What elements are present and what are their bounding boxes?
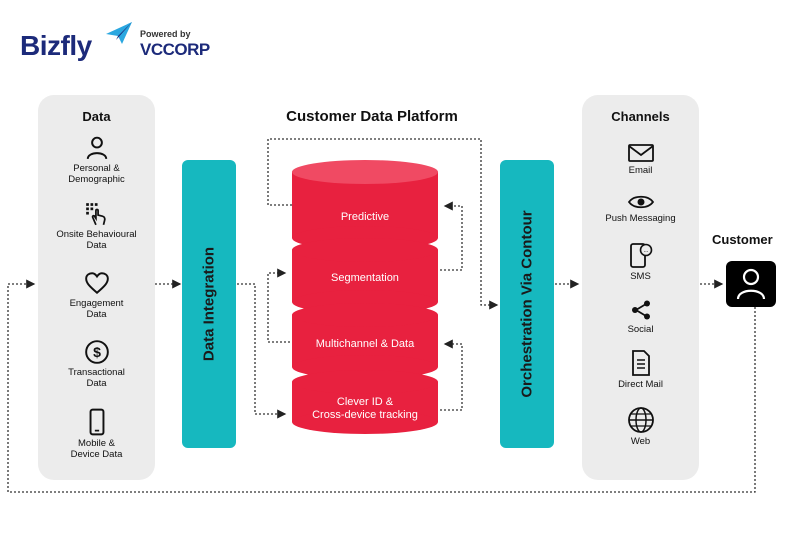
cdp-layer-label: Multichannel & Data [315, 338, 415, 350]
channel-item-label: Web [630, 436, 651, 447]
cdp-layer-multichannel: Multichannel & Data [290, 338, 440, 351]
cdp-layer-segmentation: Segmentation [290, 272, 440, 285]
cdp-cylinder-stack [292, 160, 438, 434]
cdp-layer-label: Clever ID & [336, 396, 394, 408]
cdp-layer-label: Predictive [340, 211, 390, 223]
data-integration-label: Data Integration [200, 246, 218, 362]
document-icon [631, 350, 650, 376]
eye-icon [627, 195, 654, 209]
channel-item-direct-mail: Direct Mail [582, 349, 699, 390]
customer-label: Customer [712, 232, 773, 247]
channel-item-label: SMS [630, 271, 651, 282]
cdp-layer-label: Segmentation [331, 272, 399, 284]
svg-text:...: ... [643, 248, 648, 254]
user-icon [736, 268, 766, 300]
dollar-icon: $ [84, 340, 109, 364]
data-item-label: Data [86, 378, 107, 389]
channel-item-web: Web [582, 406, 699, 447]
cylinder-layer-clever-id [292, 370, 438, 434]
cdp-title: Customer Data Platform [286, 108, 458, 125]
cdp-layer-predictive: Predictive [290, 211, 440, 224]
data-item-label: Data [86, 240, 107, 251]
cylinder-layer-predictive [292, 160, 438, 250]
data-item-onsite: Onsite Behavioural Data [38, 201, 155, 251]
data-integration-bar: Data Integration [182, 160, 236, 448]
data-item-label: Onsite Behavioural [56, 229, 137, 240]
svg-text:$: $ [93, 344, 101, 360]
orchestration-label: Orchestration Via Contour [518, 210, 536, 398]
channel-item-push: Push Messaging [582, 193, 699, 224]
data-panel-title: Data [82, 109, 111, 124]
channels-panel-title: Channels [611, 109, 670, 124]
powered-by-text: Powered by [140, 29, 191, 39]
channel-item-sms: ... SMS [582, 241, 699, 282]
data-panel: Data Personal & Demographic Onsite Behav… [38, 95, 155, 480]
data-item-personal: Personal & Demographic [38, 135, 155, 185]
cdp-layer-label: Cross-device tracking [312, 409, 418, 421]
channel-item-label: Direct Mail [618, 379, 663, 390]
sms-phone-icon: ... [629, 243, 652, 268]
channel-item-label: Email [628, 165, 653, 176]
vccorp-logo: VCCORP [140, 40, 210, 59]
data-item-engagement: Engagement Data [38, 270, 155, 320]
data-item-label: Demographic [68, 174, 125, 185]
data-item-label: Device Data [70, 449, 123, 460]
data-item-label: Engagement [69, 298, 124, 309]
data-item-label: Transactional [68, 367, 125, 378]
channel-item-social: Social [582, 298, 699, 335]
mail-icon [627, 144, 654, 162]
touch-click-icon [85, 203, 106, 226]
data-item-label: Mobile & [78, 438, 115, 449]
mobile-icon [89, 408, 104, 436]
data-item-label: Personal & [73, 163, 120, 174]
channels-panel: Channels Email Push Messaging ... SMS [582, 95, 699, 480]
customer-box [726, 261, 776, 307]
person-icon [86, 136, 107, 160]
paper-plane-icon [106, 22, 132, 44]
share-icon [631, 300, 650, 320]
data-item-label: Data [86, 309, 107, 320]
data-item-mobile: Mobile & Device Data [38, 408, 155, 460]
globe-icon [627, 407, 654, 433]
channel-item-label: Push Messaging [605, 213, 676, 224]
orchestration-bar: Orchestration Via Contour [500, 160, 554, 448]
heart-icon [84, 272, 109, 295]
channel-item-label: Social [627, 324, 654, 335]
cdp-layer-clever-id: Clever ID & Cross-device tracking [290, 396, 440, 422]
bizfly-logo: Bizfly [20, 30, 92, 61]
channel-item-email: Email [582, 143, 699, 176]
data-item-transactional: $ Transactional Data [38, 339, 155, 389]
